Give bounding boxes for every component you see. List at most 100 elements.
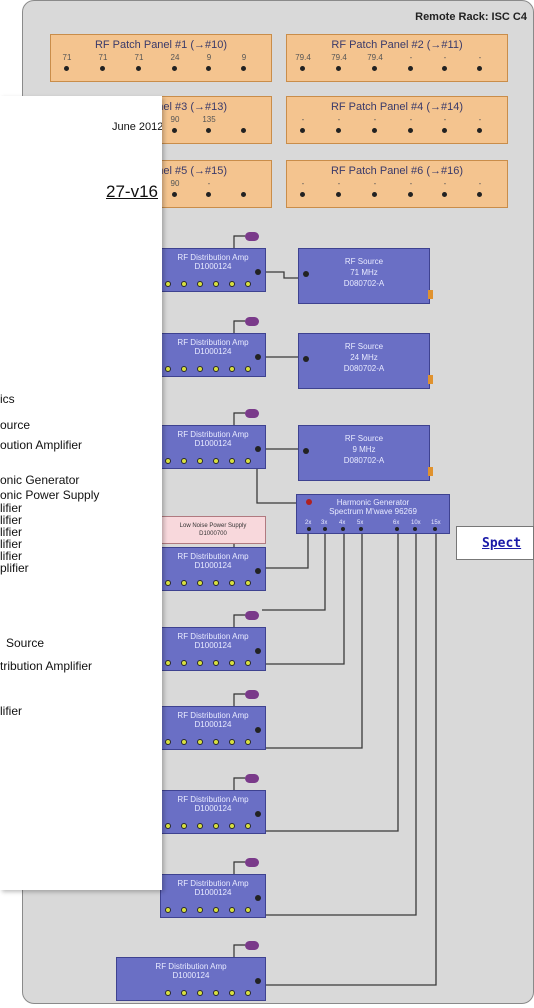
distribution-amp-input-port: [255, 727, 261, 733]
rf-source-label: D080702-A: [343, 364, 385, 373]
panel-port-value: -: [443, 53, 447, 62]
panel-port-value: 71: [62, 53, 72, 62]
panel-port-connector: [336, 192, 341, 197]
distribution-amp-input-port: [255, 269, 261, 275]
distribution-amp-input-port: [255, 978, 261, 984]
rf-source-connector-tab: [428, 375, 433, 384]
distribution-amp-output-connector: [165, 739, 171, 745]
panel-port-value: -: [301, 179, 305, 188]
harmonic-output-port: [307, 527, 311, 531]
rf-source-label: 9 MHz: [352, 445, 376, 454]
legend-entry: lifier: [0, 537, 23, 551]
panel-port-value: 90: [170, 179, 180, 188]
cable-hg-3x: [262, 520, 326, 611]
distribution-amp-part: D1000124: [194, 720, 232, 729]
panel-port-value: -: [409, 53, 413, 62]
harmonic-input-port: [306, 499, 312, 505]
document-number: 27-v16: [106, 182, 158, 201]
distribution-amp-part: D1000124: [194, 262, 232, 271]
distribution-amp-output-connector: [245, 990, 251, 996]
panel-port-connector: [477, 192, 482, 197]
distribution-amp-output-connector: [197, 660, 203, 666]
cable-cap: [245, 774, 259, 783]
distribution-amp-output-connector: [181, 458, 187, 464]
distribution-amp-input-port: [255, 354, 261, 360]
spectrum-link[interactable]: Spect: [482, 536, 522, 551]
harmonic-generator-model: Spectrum M'wave 96269: [329, 507, 417, 516]
panel-port-value: -: [207, 179, 211, 188]
distribution-amp-output-connector: [197, 990, 203, 996]
panel-port-value: -: [409, 115, 413, 124]
cable-hook: [233, 320, 245, 333]
distribution-amp-output-connector: [229, 907, 235, 913]
distribution-amp-output-connector: [181, 366, 187, 372]
harmonic-output-port: [323, 527, 327, 531]
low-noise-power-supply-part: D1000700: [199, 531, 227, 537]
cable-hook: [233, 944, 245, 957]
rf-source-label: RF Source: [344, 342, 384, 351]
panel-port-value: -: [443, 115, 447, 124]
panel-port-value: -: [478, 115, 482, 124]
harmonic-output-port: [433, 527, 437, 531]
rack-title: Remote Rack: ISC C4: [415, 11, 527, 23]
distribution-amp-output-connector: [181, 580, 187, 586]
distribution-amp-part: D1000124: [194, 347, 232, 356]
distribution-amp-output-connector: [213, 739, 219, 745]
panel-port-connector: [442, 192, 447, 197]
panel-port-value: -: [443, 179, 447, 188]
distribution-amp-output-connector: [213, 907, 219, 913]
distribution-amp-part: D1000124: [172, 971, 210, 980]
rf-source-label: D080702-A: [343, 456, 385, 465]
harmonic-output-label: 5x: [357, 520, 364, 526]
panel-port-connector: [241, 66, 246, 71]
distribution-amp-title: RF Distribution Amp: [177, 711, 249, 720]
cable-cap: [245, 858, 259, 867]
distribution-amp-title: RF Distribution Amp: [177, 632, 249, 641]
panel-port-connector: [300, 192, 305, 197]
panel-title: RF Patch Panel #6 (→#16): [330, 165, 464, 177]
panel-port-value: 79.4: [367, 53, 383, 62]
distribution-amp-title: RF Distribution Amp: [177, 430, 249, 439]
panel-port-value: -: [337, 179, 341, 188]
panel-port-value: -: [373, 179, 377, 188]
harmonic-generator: Harmonic Generator Spectrum M'wave 96269…: [296, 494, 450, 534]
distribution-amp-output-connector: [197, 281, 203, 287]
distribution-amp-output-connector: [245, 823, 251, 829]
distribution-amp-title: RF Distribution Amp: [177, 795, 249, 804]
low-noise-power-supply-title: Low Noise Power Supply: [179, 523, 247, 529]
distribution-amp-output-connector: [245, 281, 251, 287]
distribution-amp-output-connector: [181, 660, 187, 666]
panel-title: RF Patch Panel #4 (→#14): [330, 101, 464, 113]
legend-entry: Source: [6, 636, 45, 650]
distribution-amp-output-connector: [165, 281, 171, 287]
panel-port-connector: [172, 192, 177, 197]
distribution-amp-output-connector: [213, 458, 219, 464]
cable-hook: [233, 412, 245, 425]
rf-source-connector-tab: [428, 290, 433, 299]
legend-entry: onic Generator: [0, 473, 80, 487]
spectrum-link-box[interactable]: Spect: [456, 526, 534, 560]
panel-port-value: 90: [170, 115, 180, 124]
panel-port-connector: [241, 128, 246, 133]
distribution-amp-title: RF Distribution Amp: [155, 962, 227, 971]
harmonic-output-label: 10x: [411, 520, 421, 526]
distribution-amp-output-connector: [197, 823, 203, 829]
distribution-amp-part: D1000124: [194, 561, 232, 570]
cable-hook: [233, 861, 245, 874]
panel-port-connector: [408, 192, 413, 197]
distribution-amp-output-connector: [245, 907, 251, 913]
distribution-amp-output-connector: [197, 458, 203, 464]
panel-port-connector: [336, 128, 341, 133]
cable-hg-5x: [262, 520, 363, 749]
distribution-amp-output-connector: [181, 739, 187, 745]
harmonic-output-label: 4x: [339, 520, 346, 526]
